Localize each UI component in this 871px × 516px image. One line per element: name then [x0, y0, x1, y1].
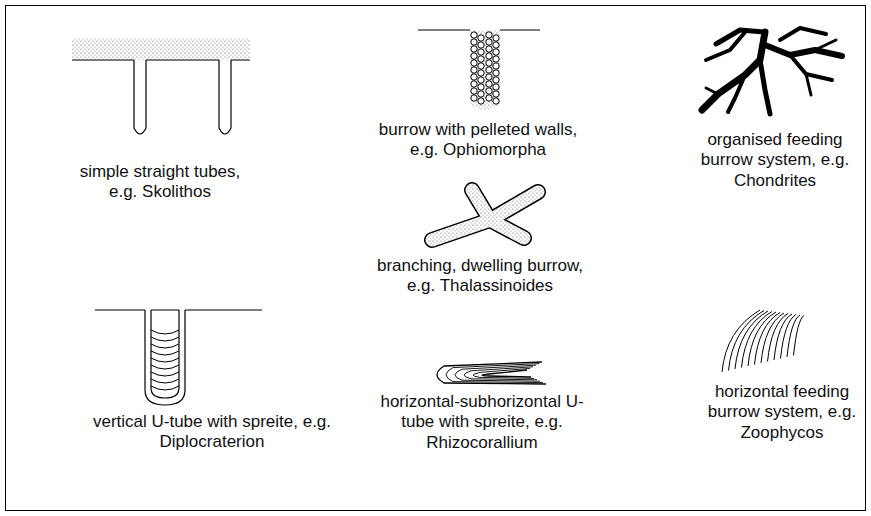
burrow-branch: [765, 45, 842, 56]
pellet: [471, 81, 477, 87]
spreite-line: [151, 358, 179, 362]
caption-label: branching, dwelling burrow, e.g. Thalass…: [368, 256, 593, 297]
pellet: [478, 70, 484, 76]
pellet: [478, 42, 484, 48]
pellet: [493, 35, 499, 41]
pellet: [471, 95, 477, 101]
lamina-line: [774, 314, 792, 360]
pellet: [493, 56, 499, 62]
pellet: [478, 56, 484, 62]
pellet-group: [471, 32, 499, 104]
pellet: [471, 39, 477, 45]
caption-label: vertical U-tube with spreite, e.g. Diplo…: [92, 412, 332, 453]
pellet: [486, 39, 492, 45]
pellet: [493, 98, 499, 104]
burrow-branch: [706, 88, 718, 94]
burrow-branch: [706, 31, 746, 60]
straight-tube: [219, 60, 231, 134]
spreite: [151, 330, 179, 390]
burrow-branch: [790, 55, 832, 80]
pellet: [478, 49, 484, 55]
pellet: [471, 67, 477, 73]
spreite-line: [151, 330, 179, 334]
caption-label: horizontal feeding burrow system, e.g. Z…: [702, 382, 862, 443]
pellet: [486, 88, 492, 94]
spreite-line: [151, 372, 179, 376]
u-tube-inner: [151, 310, 179, 398]
figure-frame: [6, 6, 866, 511]
pellet: [471, 53, 477, 59]
pellet: [493, 63, 499, 69]
pellet: [486, 74, 492, 80]
pellet: [478, 63, 484, 69]
caption-label: burrow with pelleted walls, e.g. Ophiomo…: [366, 120, 591, 161]
pellet: [493, 42, 499, 48]
burrow-branch: [780, 28, 826, 40]
pellet: [486, 95, 492, 101]
burrow-branch: [806, 74, 811, 95]
pellet: [493, 70, 499, 76]
burrow-fill: [432, 190, 538, 240]
lamina-line: [735, 311, 768, 369]
spreite-line: [464, 367, 537, 380]
horizontal-u-tube: [437, 362, 546, 384]
spreite-line: [151, 379, 179, 383]
thalassinoides-burrow: [432, 190, 538, 240]
caption-label: organised feeding burrow system, e.g. Ch…: [700, 130, 850, 191]
spreite-line: [151, 386, 179, 390]
spreite-line: [446, 364, 543, 383]
pellet: [471, 88, 477, 94]
spreite-line: [473, 368, 534, 378]
spreite-line: [455, 365, 540, 381]
u-tube-outer: [145, 310, 185, 405]
chondrites-burrow: [702, 28, 842, 114]
spreite-line: [482, 370, 531, 377]
pellet: [486, 60, 492, 66]
pellet: [493, 49, 499, 55]
lamina-line: [755, 313, 781, 365]
pellet: [471, 32, 477, 38]
burrow-branch: [728, 75, 745, 112]
pellet: [486, 67, 492, 73]
caption-label: simple straight tubes, e.g. Skolithos: [68, 162, 253, 203]
pellet: [493, 77, 499, 83]
pelleted-burrow: [470, 30, 500, 110]
burrow-branch: [815, 40, 836, 50]
burrow-branch: [760, 60, 770, 114]
pellet: [486, 53, 492, 59]
pellet: [493, 91, 499, 97]
pellet: [478, 98, 484, 104]
pellet: [471, 60, 477, 66]
pellet: [478, 77, 484, 83]
sediment-band: [72, 38, 250, 60]
spreite-line: [151, 365, 179, 369]
lamina-line: [787, 315, 800, 357]
caption-label: horizontal-subhorizontal U-tube with spr…: [377, 392, 587, 453]
pellet: [471, 74, 477, 80]
pellet: [478, 35, 484, 41]
pellet: [486, 81, 492, 87]
spreite-line: [151, 344, 179, 348]
lamina-line: [794, 316, 805, 356]
pellet: [493, 84, 499, 90]
spreite-line: [151, 337, 179, 341]
lamina-line: [729, 311, 765, 371]
spreite-line: [151, 351, 179, 355]
straight-tube: [134, 60, 146, 134]
pellet: [486, 32, 492, 38]
pellet: [471, 46, 477, 52]
spreite-line: [437, 362, 546, 384]
pellet: [478, 91, 484, 97]
burrow-outline: [432, 190, 538, 240]
pellet: [486, 46, 492, 52]
pellet: [478, 84, 484, 90]
zoophycos-burrow: [722, 310, 804, 372]
